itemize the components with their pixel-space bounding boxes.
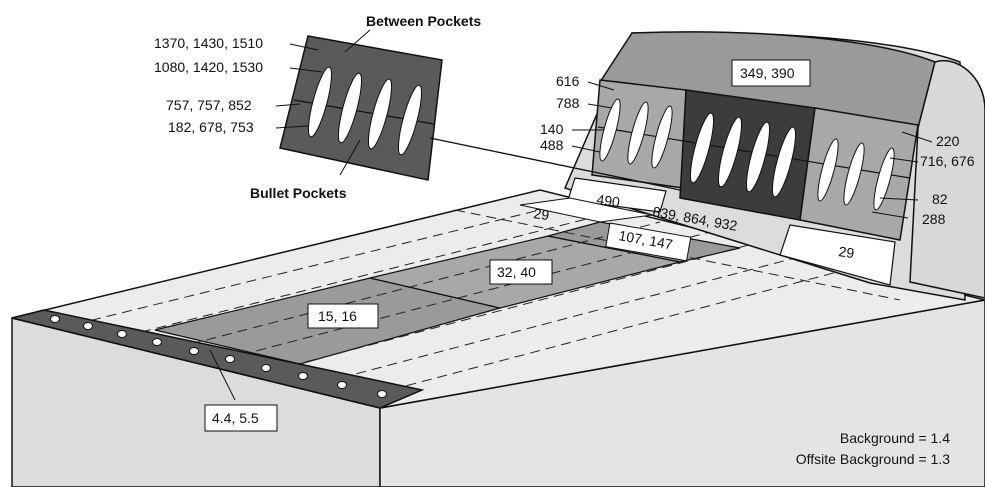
- inset-label-1: 1370, 1430, 1510: [154, 35, 263, 51]
- right-29-strip: [779, 224, 896, 286]
- left-panel-label-1: 616: [556, 73, 580, 89]
- offsite-background-label: Offsite Background = 1.3: [796, 451, 950, 467]
- berm-top-box: [731, 59, 811, 87]
- lane-32-label: 32, 40: [497, 264, 536, 280]
- left-29-label: 29: [533, 205, 551, 223]
- lane-15-label: 15, 16: [318, 308, 357, 324]
- firing-line-label: 4.4, 5.5: [212, 410, 259, 426]
- left-panel-label-4: 488: [540, 137, 564, 153]
- strip-490-label: 490: [596, 191, 622, 210]
- between-pockets-label: Between Pockets: [366, 13, 481, 29]
- firing-line-box: [204, 404, 278, 432]
- left-panel-label-2: 788: [556, 95, 580, 111]
- inset-label-3: 757, 757, 852: [166, 97, 252, 113]
- inset-label-4: 182, 678, 753: [168, 119, 254, 135]
- strip-490: [567, 177, 667, 213]
- inset-connector-line: [429, 137, 681, 191]
- berm-top-label: 349, 390: [740, 65, 795, 81]
- inset-bullet-pockets: [307, 66, 423, 156]
- firing-line-holes: [50, 315, 387, 398]
- leader-lines: [209, 29, 933, 401]
- lane-32-box: [489, 259, 553, 285]
- right-29-label: 29: [838, 243, 856, 261]
- bullet-pockets-label: Bullet Pockets: [250, 185, 347, 201]
- left-panel-label-3: 140: [540, 121, 564, 137]
- right-panel-label-2: 716, 676: [920, 153, 975, 169]
- left-29-strip: [519, 197, 653, 223]
- right-panel-label-3: 82: [932, 191, 948, 207]
- lane-15-box: [307, 303, 379, 329]
- inset-label-2: 1080, 1420, 1530: [154, 59, 263, 75]
- bullet-pockets-berm: [599, 98, 895, 211]
- right-panel-label-1: 220: [936, 133, 960, 149]
- right-panel-label-4: 288: [922, 211, 946, 227]
- firing-line-strip: [11, 309, 425, 409]
- lane-107-box: [605, 222, 692, 262]
- berm-right-end: [909, 59, 985, 299]
- background-label: Background = 1.4: [840, 430, 950, 446]
